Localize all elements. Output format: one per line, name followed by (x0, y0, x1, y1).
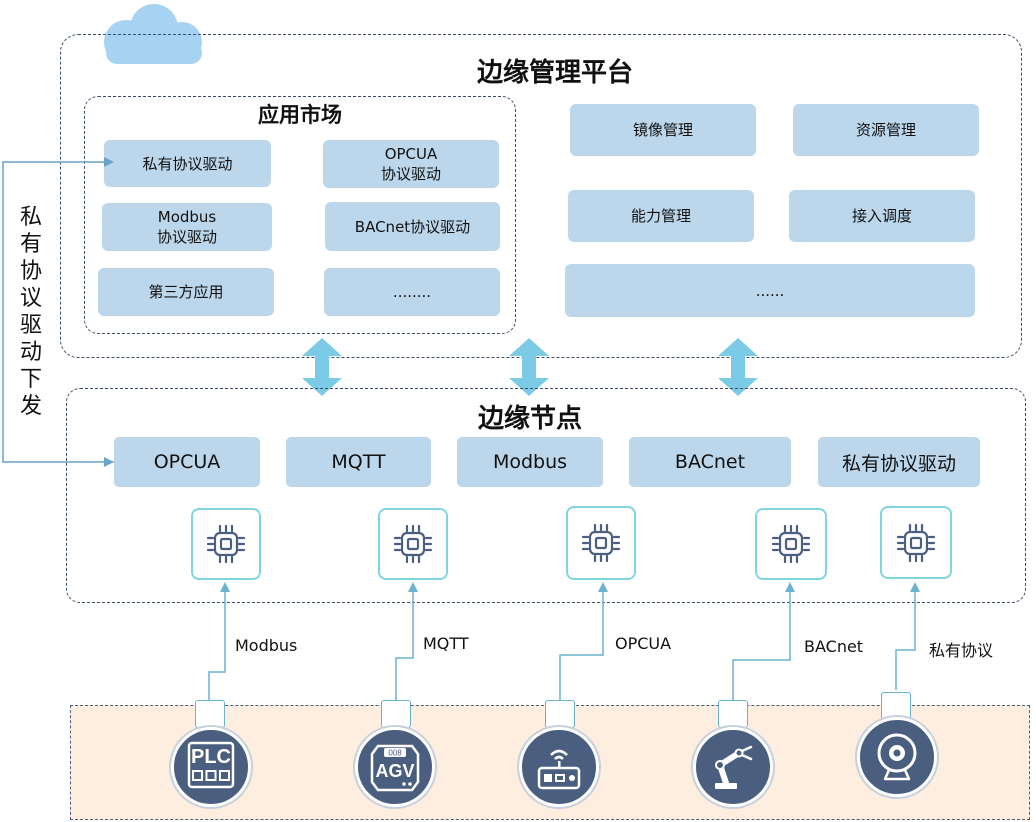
plc-text: PLC (191, 746, 231, 768)
remote-controller-icon (519, 727, 599, 807)
agv-badge: 008 (388, 749, 402, 758)
robot-arm-icon (693, 727, 773, 807)
market-item-bacnet-driver[interactable]: BACnet协议驱动 (325, 202, 500, 251)
service-more[interactable]: ...... (565, 264, 975, 317)
chip-icon (393, 524, 433, 564)
webcam-icon (857, 717, 937, 797)
market-item-more[interactable]: ........ (324, 268, 500, 316)
edge-node-title: 边缘节点 (477, 404, 582, 434)
market-item-private-driver[interactable]: 私有协议驱动 (104, 140, 271, 187)
link-label-private: 私有协议 (929, 641, 994, 660)
app-market-title: 应用市场 (258, 103, 342, 127)
edge-platform-panel (60, 34, 1022, 358)
plc-icon: PLC (171, 727, 251, 807)
link-label-modbus: Modbus (235, 636, 298, 655)
device-connector-1 (195, 700, 225, 728)
agv-text: AGV (375, 761, 414, 781)
link-label-opcua: OPCUA (615, 634, 672, 653)
device-connector-5 (881, 692, 911, 720)
device-connector-2 (381, 700, 411, 728)
chip-icon (896, 523, 936, 562)
market-item-third-party[interactable]: 第三方应用 (98, 268, 274, 316)
driver-dispatch-label: 私有协议驱动下发 (19, 205, 42, 419)
device-connector-3 (545, 700, 575, 728)
chip-icon (581, 523, 621, 563)
device-connector-4 (718, 700, 748, 728)
link-label-mqtt: MQTT (423, 634, 469, 653)
protocol-private-driver[interactable]: 私有协议驱动 (818, 437, 980, 487)
edge-chip-1 (191, 508, 261, 580)
agv-icon: 008 AGV (355, 727, 435, 807)
market-item-opcua-driver[interactable]: OPCUA 协议驱动 (323, 140, 499, 188)
edge-chip-5 (880, 506, 952, 579)
service-resource-management[interactable]: 资源管理 (793, 104, 979, 156)
protocol-bacnet[interactable]: BACnet (629, 437, 791, 487)
edge-chip-3 (566, 506, 636, 580)
app-market-panel (84, 96, 516, 334)
edge-chip-2 (378, 508, 448, 580)
edge-chip-4 (755, 508, 827, 580)
service-image-management[interactable]: 镜像管理 (570, 104, 756, 156)
protocol-mqtt[interactable]: MQTT (286, 437, 431, 487)
protocol-opcua[interactable]: OPCUA (114, 437, 260, 487)
edge-node-panel (66, 388, 1026, 603)
protocol-modbus[interactable]: Modbus (457, 437, 603, 487)
market-item-modbus-driver[interactable]: Modbus 协议驱动 (102, 203, 272, 251)
double-arrow-icon (302, 338, 758, 396)
link-label-bacnet: BACnet (804, 637, 864, 656)
platform-title: 边缘管理平台 (476, 58, 633, 88)
cloud-icon (96, 2, 212, 66)
chip-icon (771, 524, 811, 564)
service-access-scheduling[interactable]: 接入调度 (789, 190, 975, 242)
chip-icon (206, 524, 246, 564)
service-capability-management[interactable]: 能力管理 (568, 190, 754, 242)
